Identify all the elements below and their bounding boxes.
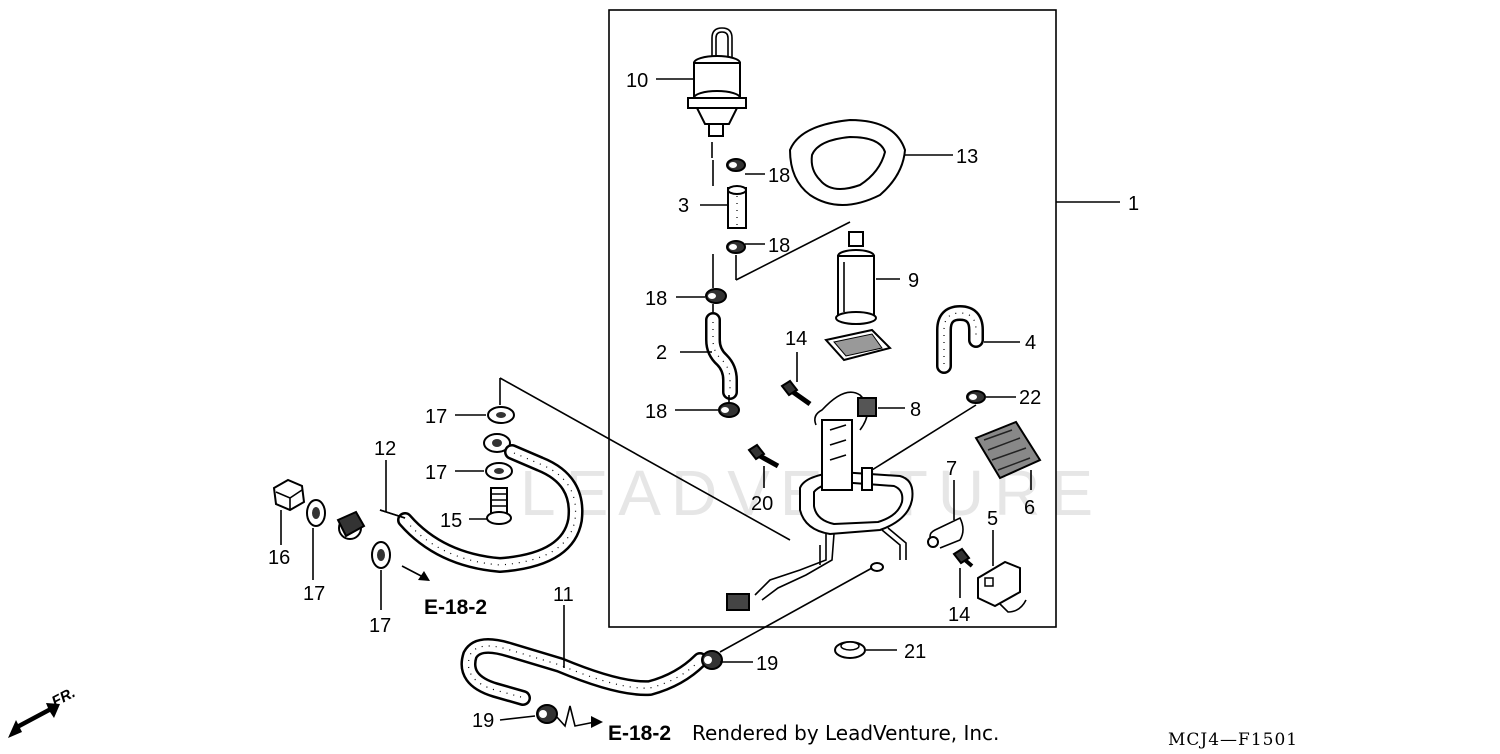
part-14-bolt-upper[interactable] (780, 379, 812, 407)
ref-label-left[interactable]: E-18-2 (424, 596, 487, 619)
part-22-clamp[interactable] (966, 390, 986, 404)
callout-14-a: 14 (785, 328, 807, 350)
callout-18-a: 18 (768, 165, 790, 187)
callout-labels: 10 13 1 3 18 18 18 2 18 9 4 22 8 14 6 7 … (268, 70, 1139, 732)
part-18-clamp-b[interactable] (726, 240, 746, 254)
callout-17-a: 17 (425, 406, 447, 428)
callout-13: 13 (956, 146, 978, 168)
callout-1: 1 (1128, 193, 1139, 215)
part-16-nut[interactable] (272, 478, 306, 512)
callout-16: 16 (268, 547, 290, 569)
part-17-washer-b[interactable] (485, 462, 513, 480)
callout-7: 7 (946, 458, 957, 480)
callout-18-c: 18 (645, 288, 667, 310)
diagram-code: MCJ4—F1501 (1168, 730, 1298, 749)
part-2-hose[interactable] (705, 312, 738, 400)
ref-arrow-bottom (591, 716, 603, 728)
part-9-fuel-pump[interactable] (824, 231, 892, 362)
callout-12: 12 (374, 438, 396, 460)
part-18-clamp-a[interactable] (726, 158, 746, 172)
callout-18-b: 18 (768, 235, 790, 257)
front-direction-arrow-icon (8, 703, 60, 738)
callout-17-d: 17 (369, 615, 391, 637)
callout-2: 2 (656, 342, 667, 364)
callout-6: 6 (1024, 497, 1035, 519)
callout-9: 9 (908, 270, 919, 292)
callout-10: 10 (626, 70, 648, 92)
part-20-bolt[interactable] (747, 443, 780, 469)
ref-label-bottom[interactable]: E-18-2 (608, 722, 671, 745)
part-5-bracket[interactable] (977, 560, 1027, 613)
ref-arrow-left (401, 565, 430, 581)
part-8-fuel-pump-base[interactable] (726, 391, 914, 611)
part-17-washer-d[interactable] (371, 541, 391, 569)
part-12-fuel-hose[interactable] (336, 433, 584, 573)
callout-19-a: 19 (756, 653, 778, 675)
callout-20: 20 (751, 493, 773, 515)
leader-lines (280, 78, 1120, 721)
part-14-bolt-lower[interactable] (952, 547, 974, 568)
part-19-clamp-a[interactable] (701, 650, 723, 670)
part-6-filter-pad[interactable] (974, 420, 1042, 480)
callout-17-b: 17 (425, 462, 447, 484)
part-17-washer-a[interactable] (487, 406, 515, 424)
part-18-clamp-d[interactable] (718, 402, 740, 418)
part-4-hose[interactable] (936, 305, 984, 374)
callout-3: 3 (678, 195, 689, 217)
callout-5: 5 (987, 508, 998, 530)
part-18-clamp-c[interactable] (705, 288, 727, 304)
callout-15: 15 (440, 510, 462, 532)
part-21-grommet[interactable] (834, 641, 866, 659)
callout-21: 21 (904, 641, 926, 663)
reference-lines (499, 142, 977, 728)
callout-14-b: 14 (948, 604, 970, 626)
render-credit: Rendered by LeadVenture, Inc. (692, 721, 999, 745)
callout-4: 4 (1025, 332, 1036, 354)
part-17-washer-c[interactable] (306, 499, 326, 527)
callout-17-c: 17 (303, 583, 325, 605)
part-3-hose[interactable] (727, 185, 747, 229)
assembly-frame (608, 9, 1057, 628)
callout-19-b: 19 (472, 710, 494, 732)
part-13-gasket[interactable] (788, 118, 907, 206)
callout-8: 8 (910, 399, 921, 421)
callout-22: 22 (1019, 387, 1041, 409)
callout-11: 11 (553, 584, 574, 606)
callout-18-d: 18 (645, 401, 667, 423)
part-11-hose[interactable] (460, 638, 708, 706)
part-10-fuel-filter[interactable] (687, 27, 747, 137)
part-15-bolt[interactable] (486, 487, 512, 525)
part-19-clamp-b[interactable] (536, 704, 558, 724)
part-7-clip[interactable] (927, 516, 964, 549)
